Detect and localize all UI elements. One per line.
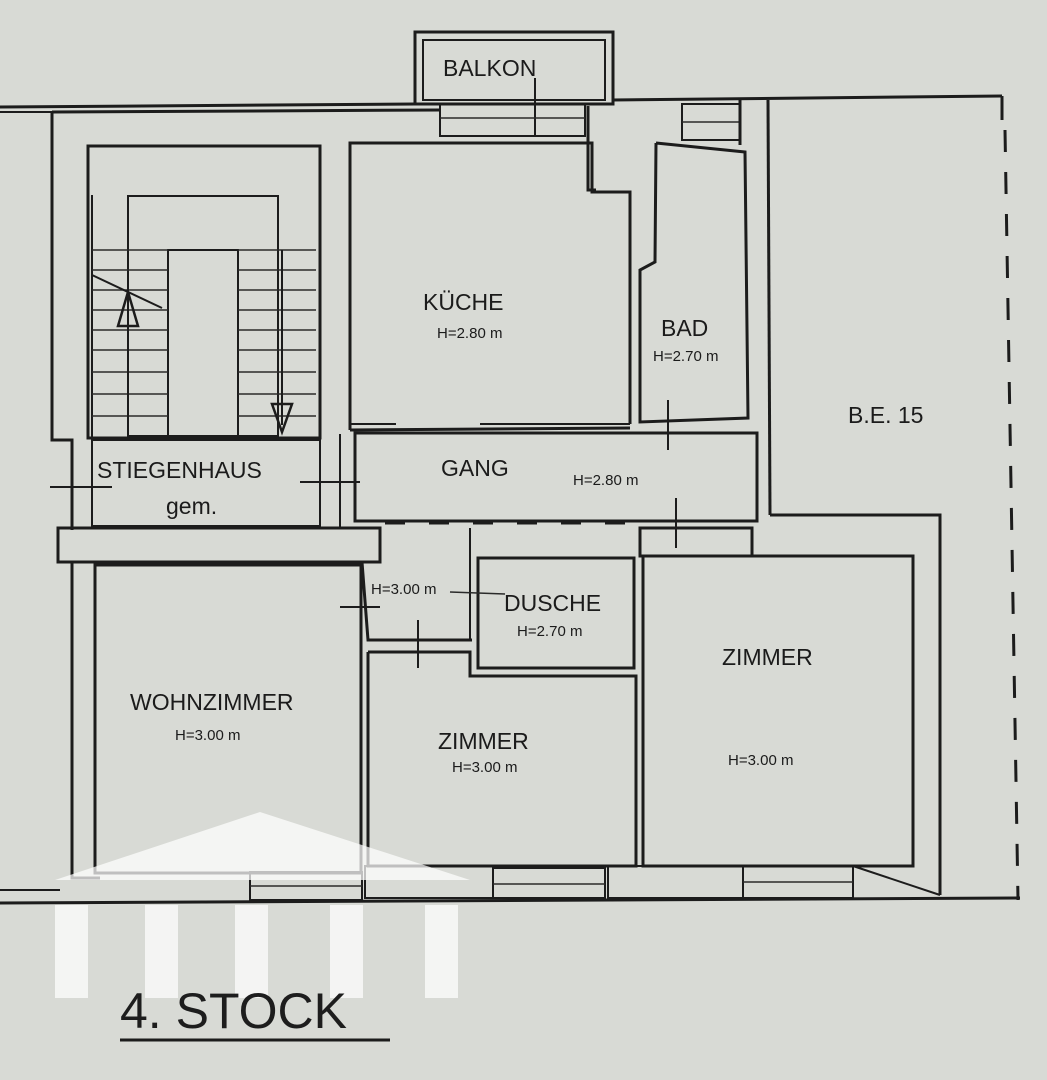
bad-label: BAD [661, 315, 708, 341]
stairwell [50, 144, 360, 528]
outer-walls [0, 94, 1021, 905]
stair-up-arrow-icon [116, 287, 140, 328]
floor-title: 4. STOCK [120, 983, 347, 1039]
balkon-label: BALKON [443, 55, 536, 81]
kueche-room [348, 141, 632, 432]
balkon-room [413, 30, 615, 137]
zimmer-rechts-height: H=3.00 m [728, 752, 793, 769]
stair-down-arrow-icon [270, 402, 294, 436]
neighbor-boundary [1003, 129, 1020, 901]
neighbor-wall [770, 513, 942, 895]
stiegenhaus-sub: gem. [166, 493, 217, 519]
wohnzimmer-label: WOHNZIMMER [130, 689, 294, 715]
zimmer-mitte-height: H=3.00 m [452, 759, 517, 776]
neighbor-label: B.E. 15 [848, 402, 923, 428]
zimmer-rechts-label: ZIMMER [722, 644, 813, 670]
zimmer-mitte-label: ZIMMER [438, 728, 529, 754]
gang-corridor [353, 431, 759, 548]
bad-room [586, 99, 772, 516]
gang-label: GANG [441, 455, 509, 481]
gang-height: H=2.80 m [573, 472, 638, 489]
vorraum-height: H=3.00 m [371, 581, 436, 598]
wohnzimmer-height: H=3.00 m [175, 727, 240, 744]
dusche-height: H=2.70 m [517, 623, 582, 640]
stiegenhaus-label: STIEGENHAUS [97, 457, 262, 483]
zimmer-rechts-room [607, 526, 941, 899]
kueche-height: H=2.80 m [437, 325, 502, 342]
dusche-room [360, 528, 636, 670]
dusche-label: DUSCHE [504, 590, 601, 616]
house-logo-icon [55, 812, 470, 998]
bad-height: H=2.70 m [653, 348, 718, 365]
kueche-label: KÜCHE [423, 289, 504, 315]
